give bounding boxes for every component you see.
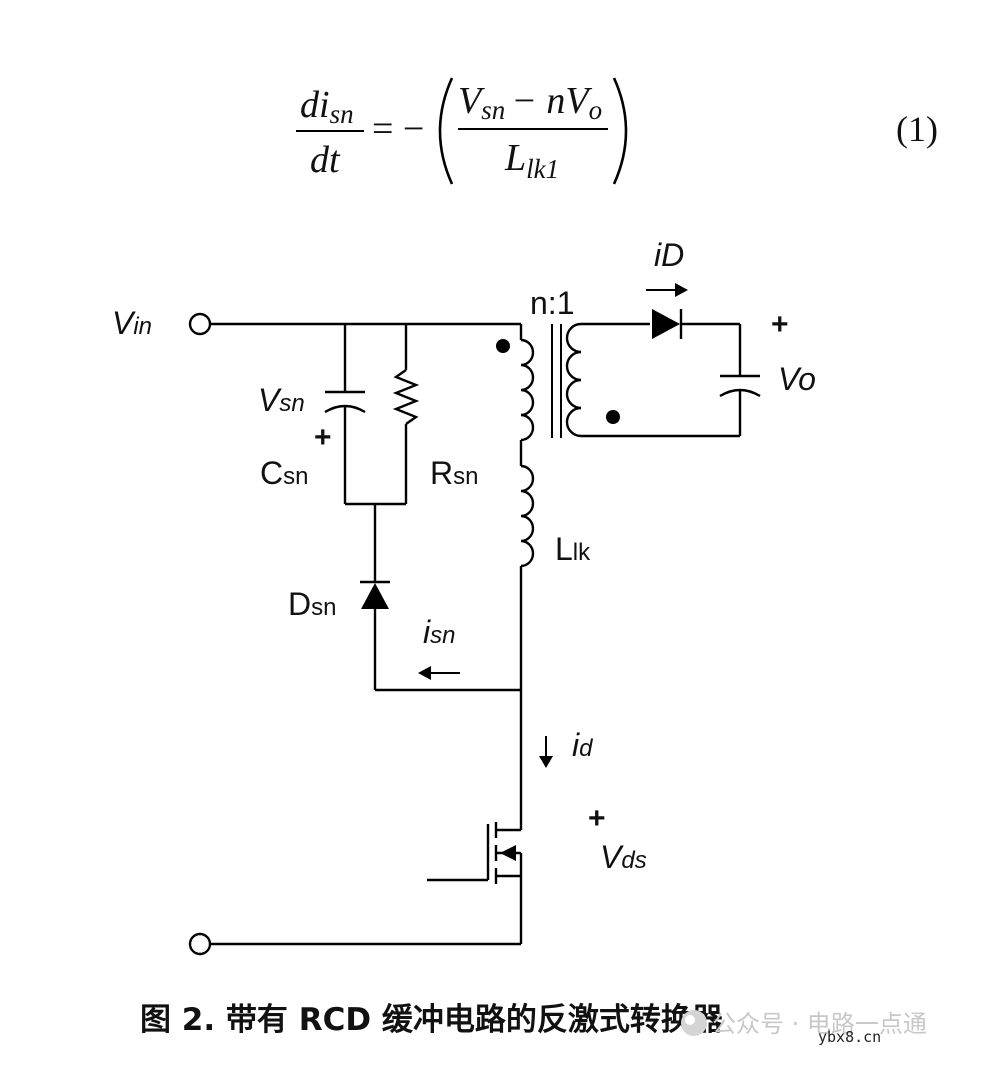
output-diode-triangle [652, 309, 680, 339]
isn-label: isn [423, 614, 455, 650]
turns-ratio-label: n:1 [530, 285, 574, 321]
vin-label: Vin [112, 305, 152, 341]
dsn-diode-triangle [361, 583, 389, 609]
eq-left-paren [438, 77, 454, 185]
vds-label: Vds [600, 839, 647, 875]
iD-arrow-head [675, 283, 688, 297]
eq-right-paren [612, 77, 628, 185]
primary-winding [520, 338, 535, 442]
isn-arrow-head [418, 666, 431, 680]
vsn-plus-sign: + [314, 421, 332, 454]
mosfet-switch [427, 822, 523, 944]
vin-terminal [188, 312, 212, 336]
mosfet-body-arrow [500, 845, 516, 861]
eq-lhs-den: dt [310, 139, 341, 181]
dsn-label: Dsn [288, 586, 336, 622]
eq-rhs-den: Llk1 [504, 137, 559, 184]
eq-lhs-num: disn [300, 84, 354, 129]
llk-label: Llk [555, 531, 591, 567]
rsn-label: Rsn [430, 455, 478, 491]
llk-inductor [520, 464, 535, 568]
iD-label: iD [654, 237, 684, 273]
id-arrow-head [539, 756, 553, 768]
eq-number: (1) [896, 109, 938, 149]
watermark-logo-inner [685, 1015, 695, 1025]
watermark: 公众号 · 电路一点通 ybx8.cn [681, 1010, 927, 1046]
secondary-winding [565, 322, 582, 438]
figure-caption: 图 2. 带有 RCD 缓冲电路的反激式转换器 [140, 1002, 724, 1038]
vo-label: Vo [778, 361, 816, 397]
secondary-dot [606, 410, 620, 424]
vds-plus-sign: + [588, 802, 606, 835]
csn-label: Csn [260, 455, 308, 491]
vo-plus-sign: + [771, 308, 789, 341]
eq-rhs-num: Vsn− nVo [458, 80, 602, 125]
primary-dot [496, 339, 510, 353]
watermark-text: 公众号 · 电路一点通 [712, 1010, 927, 1038]
equation-1: disn dt = − Vsn− nVo Llk1 (1) [296, 77, 938, 185]
id-label: id [572, 727, 593, 763]
rsn-resistor [392, 369, 420, 425]
eq-equals-minus: = − [372, 108, 424, 150]
vsn-label: Vsn [258, 382, 305, 418]
watermark-site: ybx8.cn [818, 1028, 881, 1046]
ground-terminal [188, 932, 212, 956]
